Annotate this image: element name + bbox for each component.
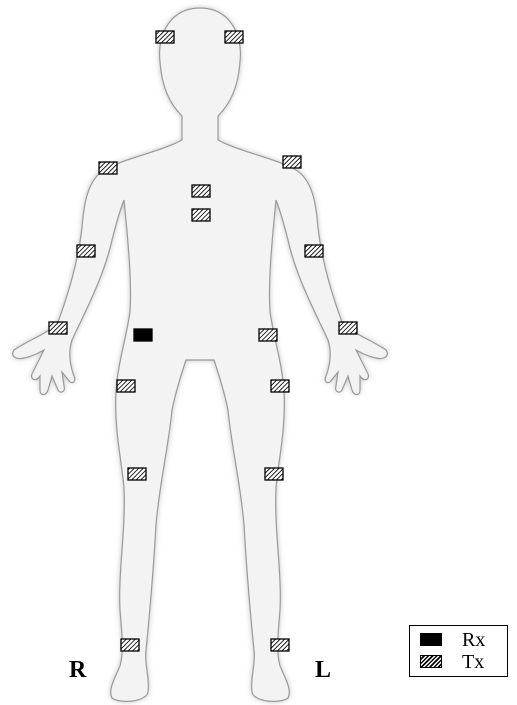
sensor-tx-head-right (156, 31, 174, 43)
sensor-tx-shoulder-left (283, 156, 301, 168)
legend: Rx Tx (409, 625, 508, 677)
sensor-tx-thigh-left (271, 380, 289, 392)
rx-swatch (420, 633, 442, 646)
sensor-tx-chest-lower (192, 209, 210, 221)
sensor-tx-ankle-right (121, 639, 139, 651)
legend-label-rx: Rx (462, 629, 485, 651)
sensor-tx-shoulder-right (99, 162, 117, 174)
sensor-tx-thigh-right (117, 380, 135, 392)
sensor-tx-upper-arm-right (77, 245, 95, 257)
sensor-tx-knee-left (265, 468, 283, 480)
human-body-silhouette (13, 8, 388, 701)
right-side-label: R (69, 658, 86, 682)
sensor-tx-wrist-left (339, 322, 357, 334)
sensor-tx-waist-left (259, 329, 277, 341)
sensor-tx-upper-arm-left (305, 245, 323, 257)
sensor-tx-head-left (225, 31, 243, 43)
left-side-label: L (315, 658, 331, 682)
tx-swatch (420, 655, 442, 668)
sensor-tx-knee-right (128, 468, 146, 480)
legend-item-rx: Rx (410, 629, 507, 651)
legend-label-tx: Tx (462, 651, 484, 673)
sensor-tx-wrist-right (49, 322, 67, 334)
sensor-tx-chest-upper (192, 185, 210, 197)
legend-item-tx: Tx (410, 651, 507, 673)
sensor-rx-waist-right (134, 329, 152, 341)
sensor-tx-ankle-left (271, 639, 289, 651)
